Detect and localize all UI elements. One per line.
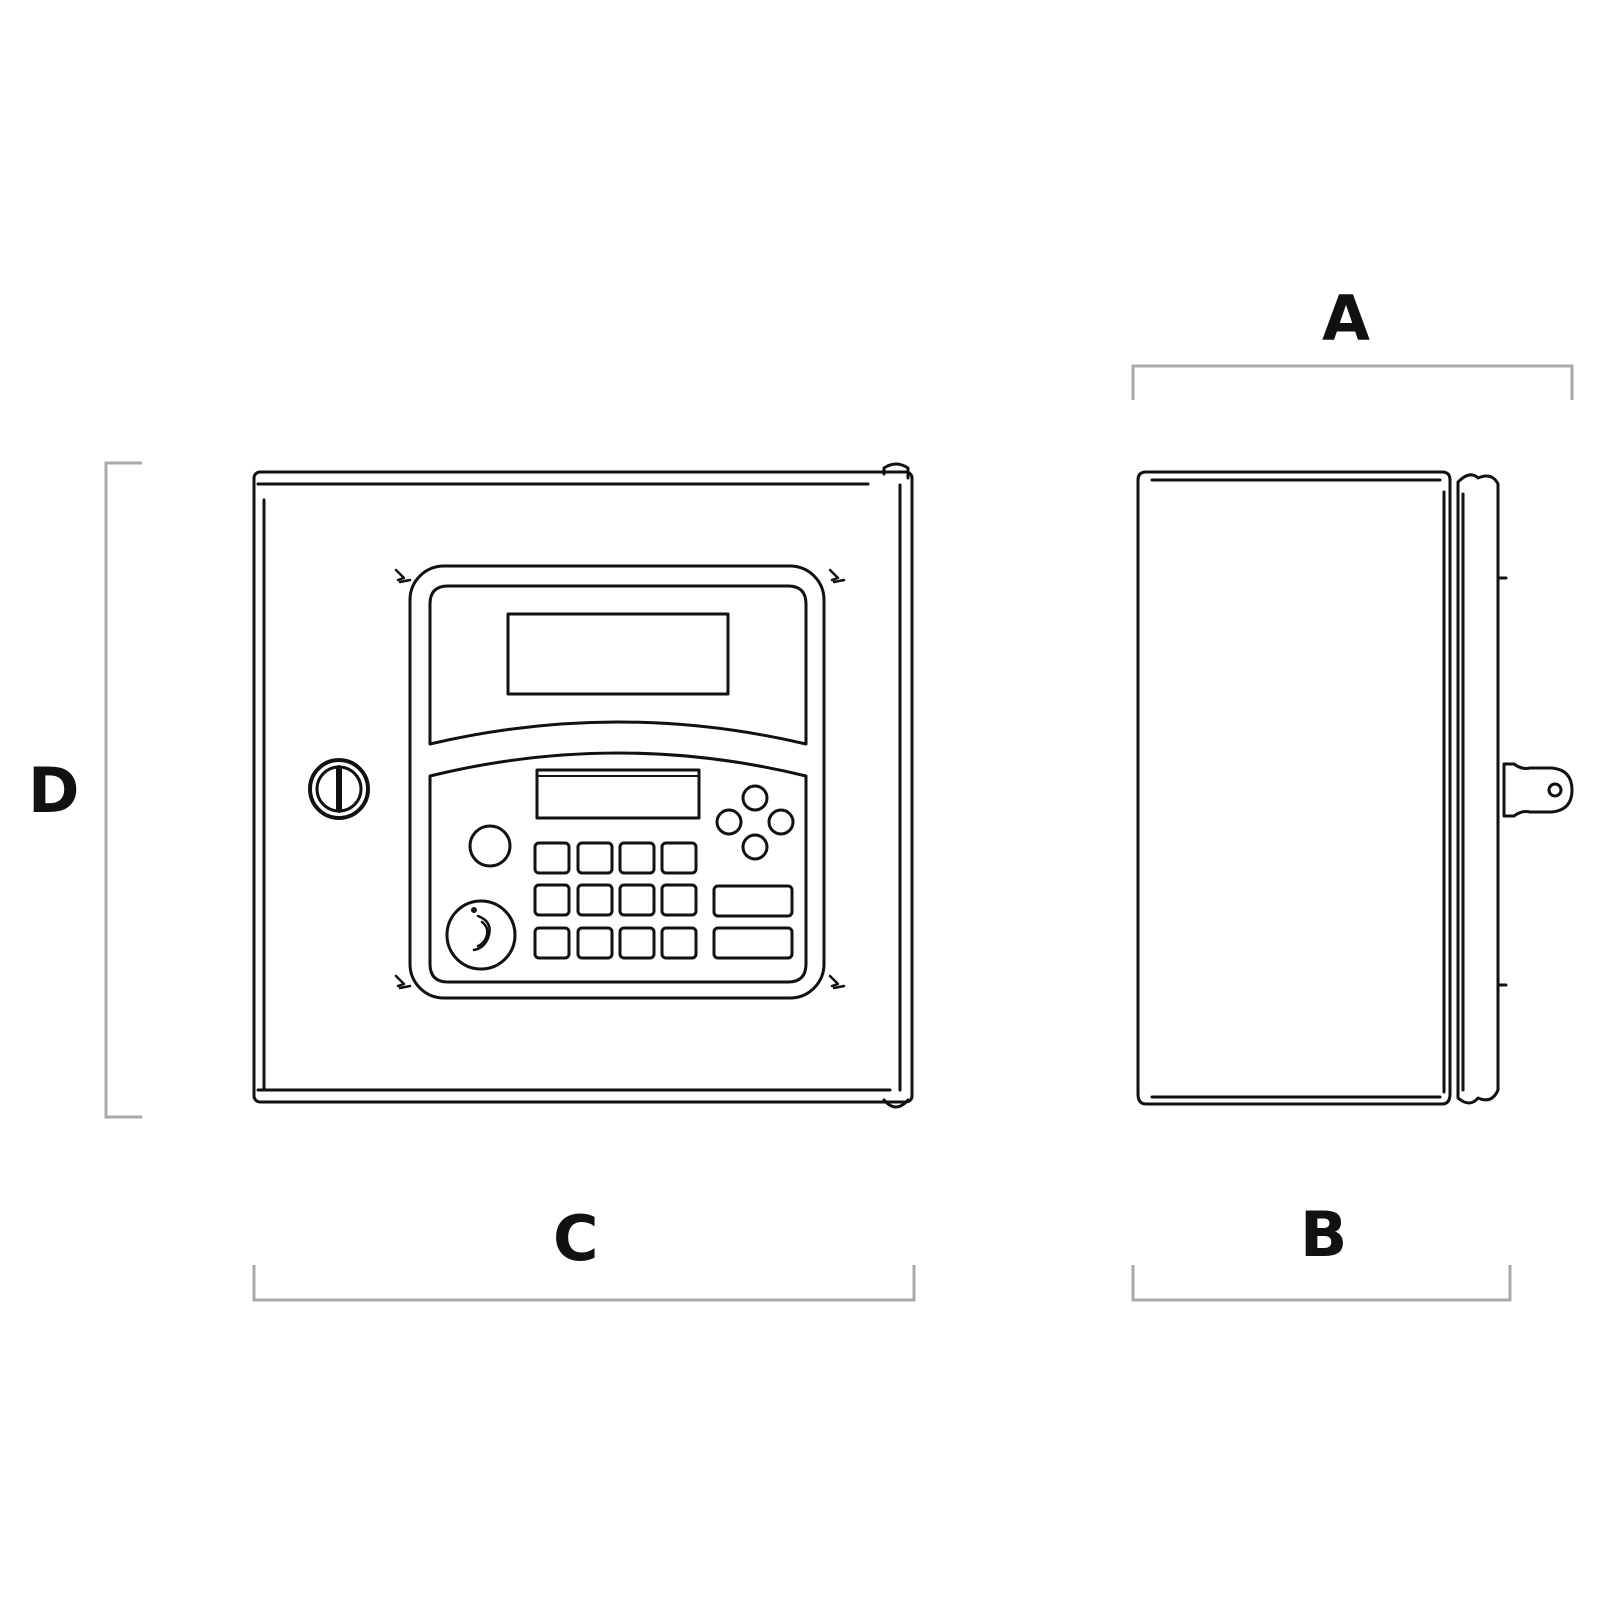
keypad-key[interactable]	[533, 841, 571, 875]
fingerprint-icon[interactable]	[445, 899, 517, 971]
front-view	[252, 462, 914, 1109]
keypad-key[interactable]	[533, 926, 571, 960]
keypad-key[interactable]	[660, 926, 698, 960]
keypad-keys	[533, 841, 698, 960]
side-body-outline	[1136, 470, 1452, 1106]
dpad-down[interactable]	[741, 833, 769, 861]
keypad-key[interactable]	[660, 883, 698, 917]
dimension-line-b	[1131, 1265, 1512, 1302]
keypad-panel	[428, 751, 808, 984]
dimension-label-c: C	[553, 1202, 599, 1275]
display-screen	[506, 612, 730, 696]
front-door-outline	[252, 470, 914, 1104]
keypad-key[interactable]	[576, 926, 614, 960]
dimension-lines	[104, 364, 1574, 1302]
keypad-key[interactable]	[576, 841, 614, 875]
keypad-key[interactable]	[576, 883, 614, 917]
dpad-left[interactable]	[715, 808, 743, 836]
dimension-label-b: B	[1300, 1198, 1348, 1271]
dimension-label-a: A	[1322, 282, 1370, 355]
keypad-key[interactable]	[660, 841, 698, 875]
dpad-up[interactable]	[741, 784, 769, 812]
keypad-key[interactable]	[618, 883, 656, 917]
screw-icon	[394, 568, 846, 990]
dimension-line-a	[1131, 364, 1574, 400]
power-button-icon[interactable]	[468, 824, 512, 868]
top-hinge	[882, 462, 910, 480]
dpad-right[interactable]	[767, 808, 795, 836]
control-panel-housing	[408, 564, 826, 1000]
keypad-key[interactable]	[618, 926, 656, 960]
dpad-icon[interactable]	[715, 784, 795, 861]
function-key-top[interactable]	[712, 884, 794, 918]
dimension-label-d: D	[28, 754, 80, 827]
side-door-flange	[1456, 473, 1500, 1105]
display-window-frame	[428, 584, 808, 746]
keypad-key[interactable]	[533, 883, 571, 917]
keypad-key[interactable]	[618, 841, 656, 875]
bottom-hinge	[882, 1098, 910, 1109]
dimension-line-c	[252, 1265, 916, 1302]
key-icon	[1502, 762, 1574, 818]
function-key-bottom[interactable]	[712, 926, 794, 960]
dimension-line-d	[104, 461, 142, 1119]
keypad-lcd	[535, 768, 701, 820]
side-view	[1136, 470, 1574, 1106]
lock-icon[interactable]	[308, 758, 370, 820]
